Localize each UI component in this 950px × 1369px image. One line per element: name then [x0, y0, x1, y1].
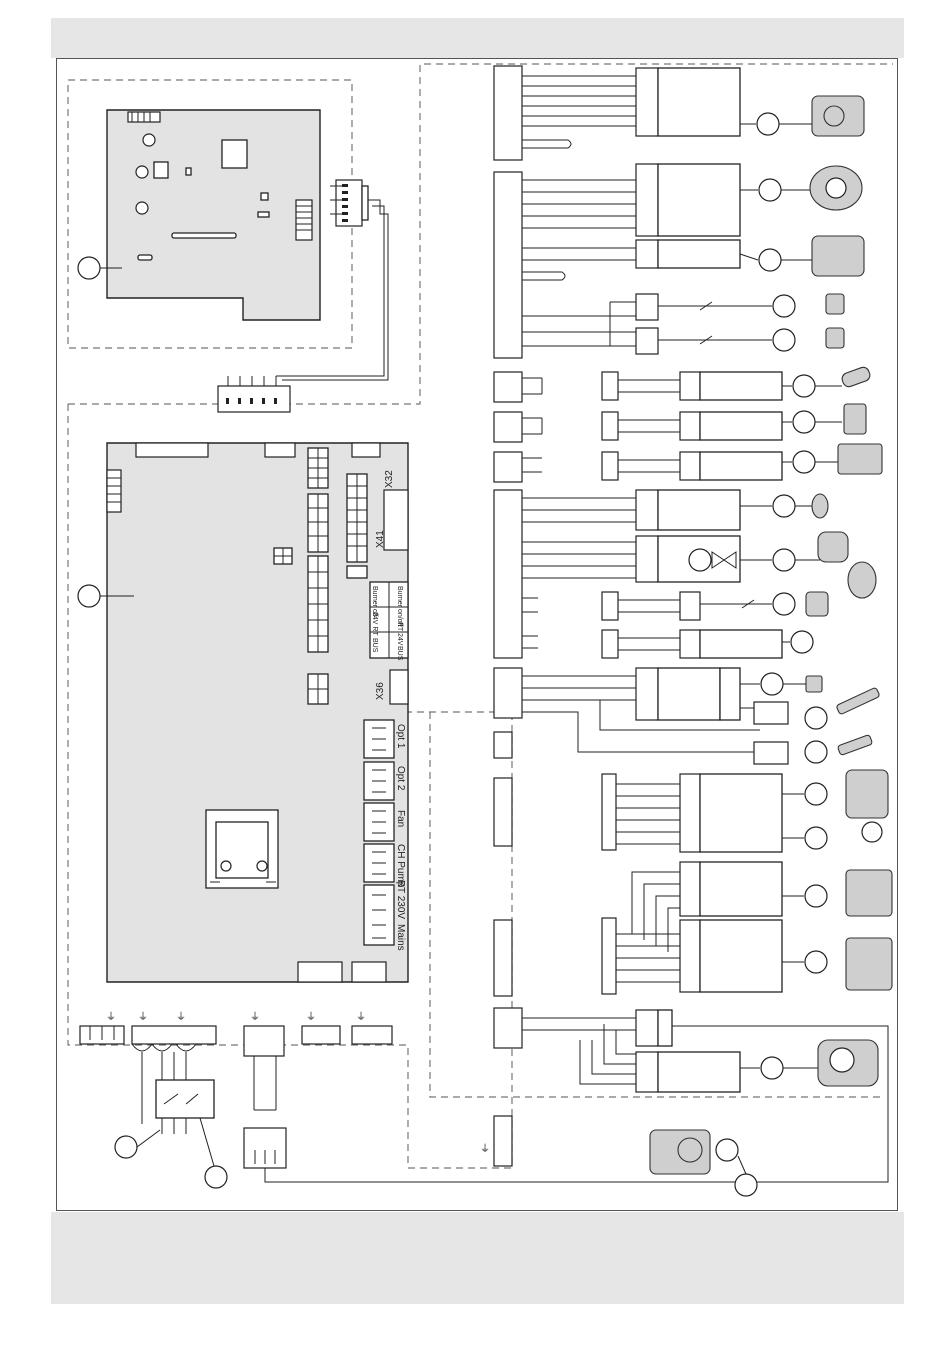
row-gas-valve [522, 68, 864, 148]
power-connector-1: ⏚ [80, 1011, 124, 1044]
row-outdoor-sensor [522, 366, 872, 400]
callout-mains-supply [115, 1136, 137, 1158]
display-knob-2 [136, 166, 148, 178]
label-mains: Mains [395, 924, 406, 951]
svg-text:⏚: ⏚ [250, 1011, 260, 1023]
display-knob-3 [136, 202, 148, 214]
display-chip-large [222, 140, 247, 168]
svg-text:RT 230V: RT 230V [395, 880, 406, 919]
display-led-2 [261, 193, 268, 200]
row-pressure-sensor [522, 490, 828, 530]
svg-text:⏚: ⏚ [356, 1011, 366, 1023]
pump-cable [265, 1026, 888, 1182]
svg-text:Opt 2: Opt 2 [395, 766, 406, 791]
label-rt-24v-alt: 24V RT [371, 612, 378, 636]
row-programmer [522, 444, 882, 480]
row-ignition [522, 668, 880, 764]
row-pump [522, 1010, 878, 1092]
row-aux-device [522, 630, 813, 658]
pump-symbol [735, 1174, 757, 1196]
label-x41: X41 [375, 530, 386, 548]
row-gas-valve-bottom: ⏚ [480, 1130, 757, 1196]
power-connector-5: ⏚ [352, 1011, 392, 1044]
terminal-strips [494, 66, 522, 1166]
svg-text:Fan: Fan [395, 810, 406, 827]
row-option-module-2 [602, 862, 892, 994]
ribbon-plug [218, 376, 290, 412]
display-slot [172, 233, 236, 238]
power-connector-3: ⏚ [244, 1011, 284, 1110]
display-slot-2 [138, 255, 152, 260]
display-chip-small [154, 162, 168, 178]
row-flow-sensor [522, 592, 828, 620]
power-connector-4: ⏚ [302, 1011, 340, 1044]
display-led-3 [258, 212, 269, 217]
label-x36: X36 [375, 682, 386, 700]
fuse-holder [206, 810, 278, 888]
display-plug [330, 180, 368, 226]
row-diverter-valve [522, 532, 876, 598]
svg-text:⏚: ⏚ [106, 1011, 116, 1023]
label-bus-alt: BUS [371, 638, 378, 653]
label-rt-24v: RT 24V [396, 622, 403, 646]
label-bus: BUS [396, 646, 403, 661]
display-board-edge-connector [296, 200, 312, 240]
pump-plug [244, 1128, 286, 1168]
row-sensor-1 [522, 294, 844, 346]
display-led [186, 168, 191, 175]
row-gas-valve-2 [522, 236, 864, 280]
label-burner-on-off: Burner on/off [396, 586, 403, 626]
row-option-module-1 [602, 770, 888, 852]
display-board-connector-top [128, 112, 160, 122]
row-room-thermostat [522, 404, 866, 440]
main-board-bottom-connectors [298, 962, 386, 982]
option-block-rt-230v: RT 230V Mains [364, 880, 406, 951]
display-knob-1 [143, 134, 155, 146]
label-x32: X32 [384, 470, 395, 488]
svg-text:Opt 1: Opt 1 [395, 724, 406, 749]
callout-main-board [78, 585, 100, 607]
row-fan [522, 164, 862, 236]
svg-text:⏚: ⏚ [306, 1011, 316, 1023]
callout-mains-switch [205, 1166, 227, 1188]
mains-switch [156, 1080, 214, 1118]
callout-display-board [78, 257, 100, 279]
svg-text:⏚: ⏚ [176, 1011, 186, 1023]
main-board-left-connector [107, 470, 121, 512]
svg-text:⏚: ⏚ [480, 1143, 490, 1155]
display-board [107, 110, 320, 320]
row-sensor-2 [522, 328, 844, 354]
svg-text:⏚: ⏚ [138, 1011, 148, 1023]
